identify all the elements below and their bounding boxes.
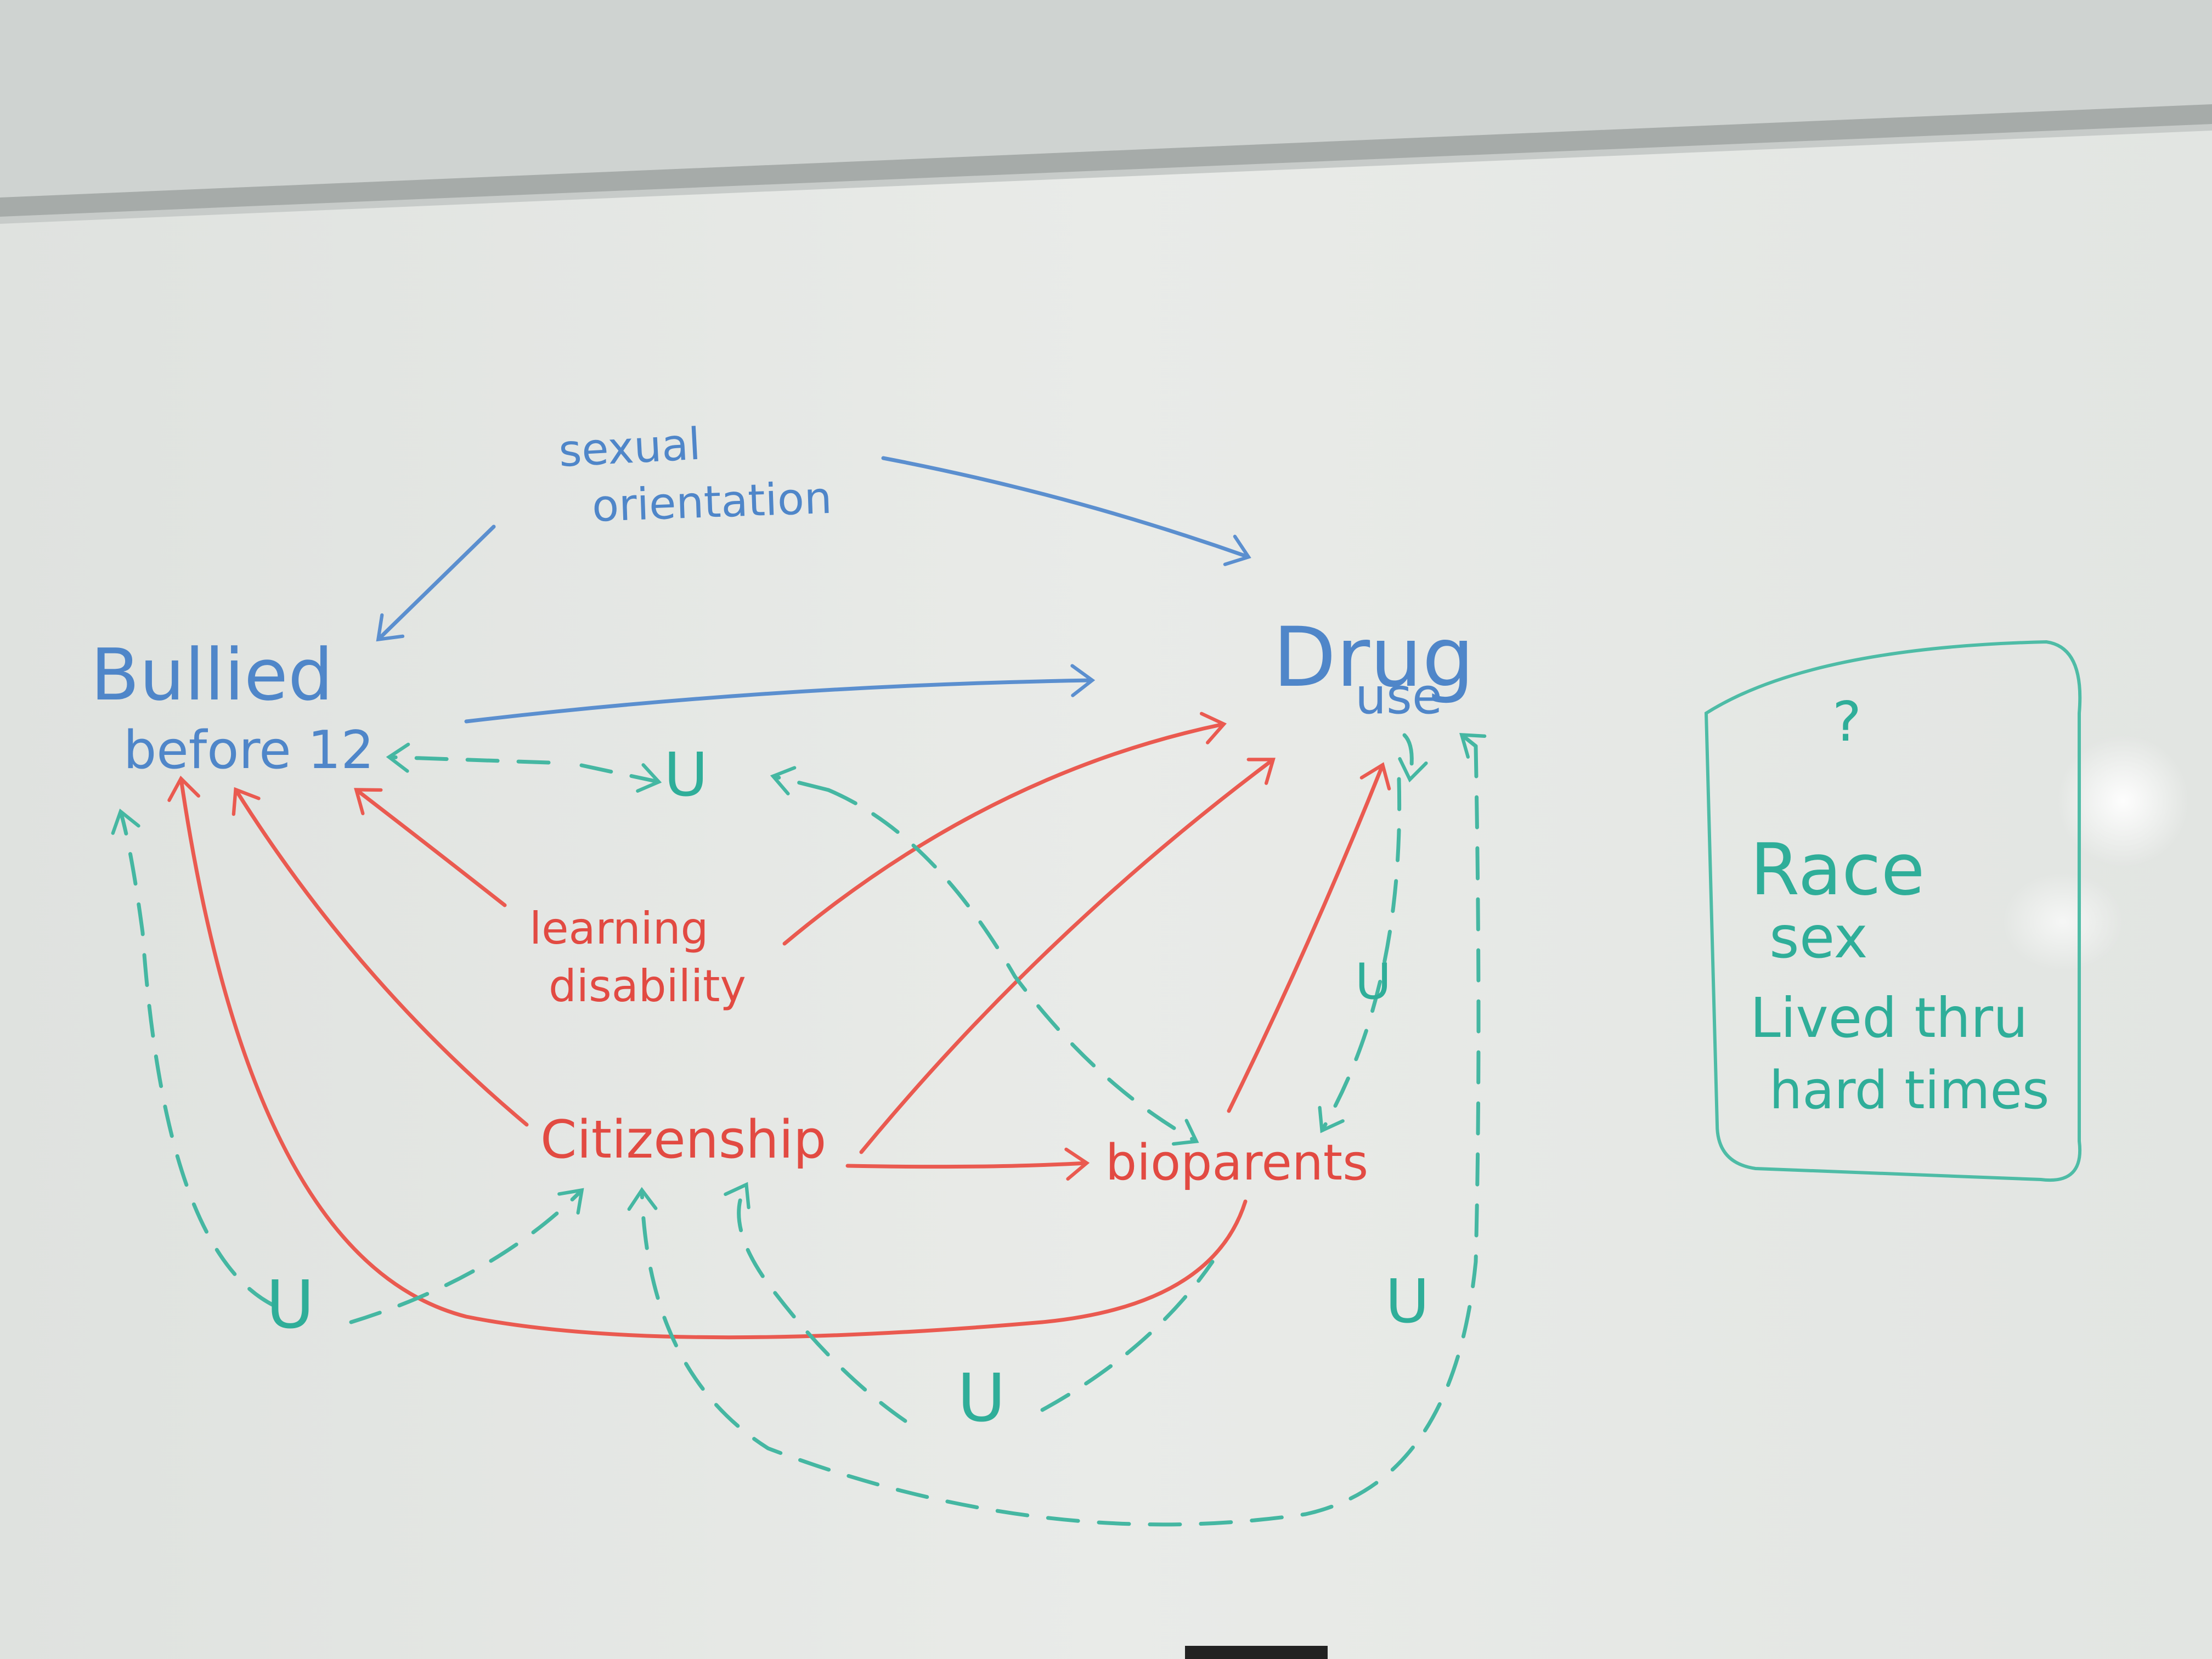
red-edges (167, 712, 1391, 1340)
teal-dashed-edges (111, 733, 1487, 1527)
edge-bioparents-to-druguse (1227, 762, 1391, 1113)
edge-u-to-u (770, 766, 831, 795)
druguse-line1: Drug (1273, 610, 1474, 706)
note-box-border (1704, 640, 2082, 1182)
edge-citizenship-to-druguse (859, 758, 1276, 1154)
unmeasured-labels: U U U U U (266, 740, 1430, 1437)
edge-orientation-to-druguse (881, 456, 1251, 566)
learning-line1: learning (529, 903, 708, 954)
edge-learning-to-druguse (782, 712, 1227, 946)
edge-u-to-citizenship-bottom (724, 1182, 907, 1423)
note-box: ? Race sex Lived thru hard times (1704, 640, 2082, 1182)
note-line-lived: Lived thru (1750, 986, 2028, 1050)
eraser (1185, 1646, 1328, 1659)
u-label-bottom-left: U (266, 1267, 314, 1344)
u-label-bottom-center: U (957, 1361, 1006, 1437)
u-label-right-mid: U (1355, 953, 1391, 1011)
blue-edges (376, 456, 1251, 724)
whiteboard-surface (0, 126, 2212, 1659)
sexual-orientation-line2: orientation (591, 472, 833, 532)
edge-u-to-citizenship-loop (627, 744, 1481, 1527)
bullied-line1: Bullied (91, 633, 333, 716)
node-citizenship: Citizenship (540, 1110, 826, 1170)
bullied-line2: before 12 (123, 720, 374, 781)
edge-learning-to-bullied (354, 788, 507, 907)
edge-u-to-bullied-left (111, 808, 276, 1308)
note-line-sex: sex (1769, 904, 1868, 971)
u-label-right-bottom: U (1385, 1266, 1430, 1336)
druguse-line2: use (1355, 668, 1442, 725)
learning-line2: disability (549, 961, 746, 1012)
whiteboard-top-frame (0, 104, 2212, 221)
edge-u-to-bioparents-bottom (1040, 1260, 1215, 1412)
edge-orientation-to-bullied (376, 524, 496, 642)
node-bullied: Bullied before 12 (91, 633, 374, 781)
light-glare (2057, 735, 2189, 867)
edge-u-to-druguse-right (1459, 733, 1487, 759)
note-line-hard-times: hard times (1769, 1060, 2049, 1121)
edge-bullied-to-druguse (464, 664, 1096, 724)
light-glare-2 (2002, 872, 2123, 971)
edge-u-to-citizenship-left (349, 1188, 584, 1324)
edge-u-to-bioparents-right (1318, 777, 1402, 1133)
node-learning-disability: learning disability (529, 903, 746, 1012)
edge-u-dash-right (579, 763, 662, 793)
edge-u-to-bioparents-upper (826, 788, 1199, 1146)
node-bioparents: bioparents (1105, 1134, 1368, 1192)
node-sexual-orientation: sexual orientation (557, 419, 833, 532)
u-label-top: U (664, 740, 708, 810)
edge-citizenship-to-bullied (232, 787, 529, 1127)
sexual-orientation-line1: sexual (557, 419, 702, 477)
node-drug-use: Drug use (1273, 610, 1474, 725)
note-question-mark: ? (1832, 690, 1861, 754)
edge-bioparents-to-bullied (167, 775, 1248, 1340)
edge-u-to-druguse-left (1398, 733, 1428, 783)
whiteboard-frame-edge (0, 124, 2212, 224)
edge-citizenship-to-bioparents (845, 1147, 1090, 1181)
edge-u-to-bullied (386, 742, 551, 773)
note-line-race: Race (1750, 828, 1925, 911)
